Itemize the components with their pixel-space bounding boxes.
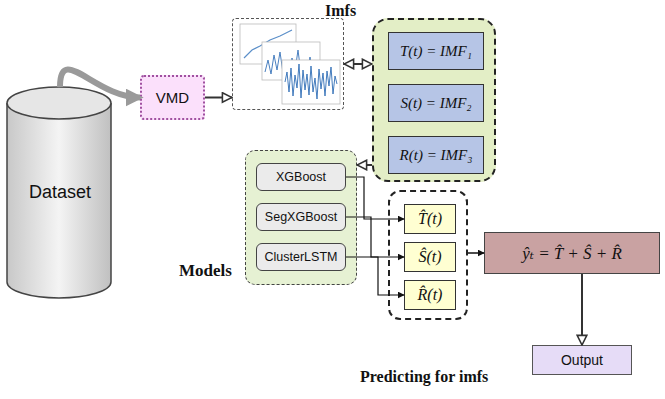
connector-arrow bbox=[346, 177, 404, 219]
prediction-box: R̂(t) bbox=[404, 280, 456, 310]
box-label: R(t) = IMF₃ bbox=[400, 147, 473, 164]
connector-arrow bbox=[205, 97, 232, 99]
prediction-box: Ŝ(t) bbox=[404, 242, 456, 272]
group-box: Predicting for imfsT̂(t)Ŝ(t)R̂(t) bbox=[388, 190, 468, 320]
box-label: Ŝ(t) bbox=[418, 248, 441, 266]
model-box: ClusterLSTM bbox=[256, 243, 346, 271]
connector-arrow bbox=[346, 257, 404, 295]
box-label: ClusterLSTM bbox=[265, 250, 338, 264]
process-box: VMD bbox=[140, 75, 205, 120]
output-box: Output bbox=[532, 345, 632, 375]
connector-arrow bbox=[581, 274, 583, 345]
box-label: SegXGBoost bbox=[265, 210, 337, 224]
prediction-box: T̂(t) bbox=[404, 204, 456, 234]
formula-box: ŷₜ = T̂ + Ŝ + R̂ bbox=[484, 232, 660, 274]
box-label: XGBoost bbox=[276, 170, 326, 184]
group-box: T(t) = IMF₁ S(t) = IMF₂ R(t) = IMF₃ bbox=[372, 18, 496, 182]
imf-box: R(t) = IMF₃ bbox=[388, 136, 484, 174]
model-box: XGBoost bbox=[256, 163, 346, 191]
connector-arrow bbox=[346, 217, 404, 257]
box-label: Output bbox=[561, 352, 603, 368]
connector-arrow bbox=[344, 63, 372, 65]
box-label: VMD bbox=[156, 89, 189, 106]
box-label: T̂(t) bbox=[418, 210, 442, 228]
connector-arrow bbox=[468, 252, 484, 254]
database-node: Dataset bbox=[5, 85, 115, 300]
plot-frame: Imfs bbox=[232, 18, 344, 110]
box-label: S(t) = IMF₂ bbox=[400, 95, 471, 112]
database-cylinder bbox=[7, 87, 111, 298]
box-label: T(t) = IMF₁ bbox=[400, 43, 472, 60]
connector-arrow bbox=[357, 164, 372, 166]
imf-box: S(t) = IMF₂ bbox=[388, 84, 484, 122]
model-box: SegXGBoost bbox=[256, 203, 346, 231]
group-box: ModelsXGBoostSegXGBoostClusterLSTM bbox=[245, 150, 357, 285]
box-label: ŷₜ = T̂ + Ŝ + R̂ bbox=[522, 243, 622, 264]
imf-box: T(t) = IMF₁ bbox=[388, 32, 484, 70]
imf-plot-thumbnails bbox=[240, 24, 340, 104]
box-label: Dataset bbox=[29, 182, 91, 203]
box-label: R̂(t) bbox=[418, 286, 443, 304]
group-heading: Imfs bbox=[325, 2, 356, 20]
group-heading: Models bbox=[179, 261, 232, 281]
group-heading: Predicting for imfs bbox=[360, 368, 488, 386]
connector-arrow bbox=[60, 69, 140, 97]
